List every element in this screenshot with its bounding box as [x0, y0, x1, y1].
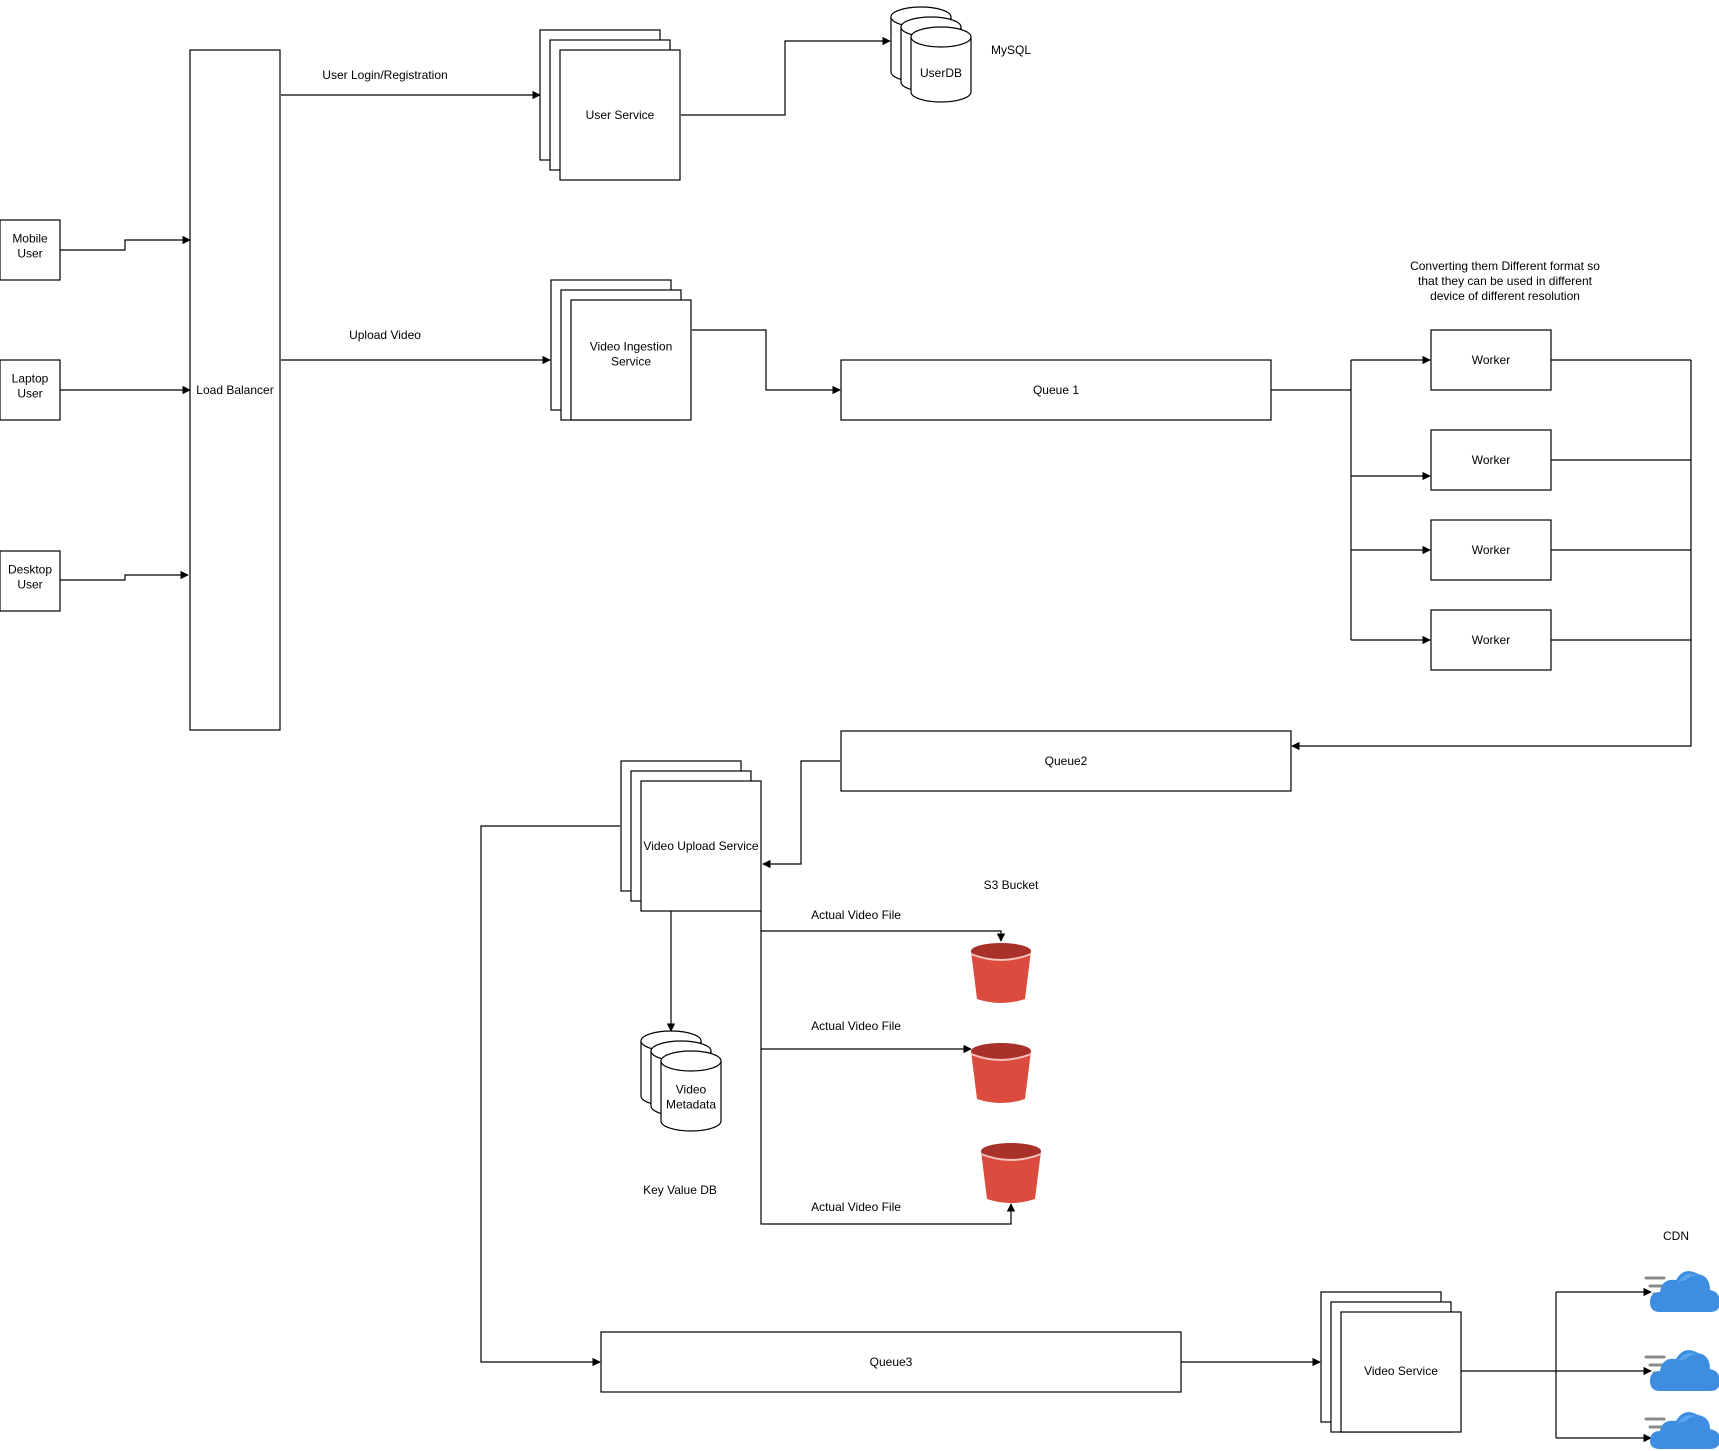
s3-bucket-label: S3 Bucket	[984, 878, 1039, 892]
user-db-label: UserDB	[920, 66, 962, 80]
video-service-label: Video Service	[1364, 1364, 1438, 1378]
edge-mobile-to-lb	[60, 235, 191, 251]
worker-label: Worker	[1472, 453, 1510, 467]
worker-node-1: Worker	[1430, 329, 1552, 391]
edge-ingestion-to-queue1	[692, 329, 841, 395]
user-service-label: User Service	[586, 108, 655, 122]
user-login-edge-label: User Login/Registration	[322, 68, 447, 82]
edge-upload-to-queue3	[480, 825, 620, 1367]
actual-video-file-label-3: Actual Video File	[811, 1200, 901, 1214]
cdn-cloud-icon	[1644, 1271, 1719, 1312]
edge-upload-to-bucket-1	[760, 911, 1006, 942]
video-upload-service-node: Video Upload Service	[620, 760, 762, 912]
database-cylinder-icon	[640, 1030, 722, 1132]
edge-queue2-to-upload	[762, 760, 840, 869]
video-upload-service-label: Video Upload Service	[643, 839, 759, 853]
worker-node-2: Worker	[1430, 429, 1552, 491]
key-value-db-label: Key Value DB	[643, 1183, 717, 1197]
queue1-node: Queue 1	[840, 359, 1272, 421]
load-balancer-label: Load Balancer	[196, 383, 273, 397]
edge-desktop-to-lb	[60, 570, 189, 581]
edge-upload-to-bucket-3	[760, 1049, 1016, 1225]
queue2-label: Queue2	[1045, 754, 1088, 768]
worker-label: Worker	[1472, 633, 1510, 647]
user-db-node: UserDB	[890, 6, 972, 103]
actual-video-file-label-2: Actual Video File	[811, 1019, 901, 1033]
s3-bucket-icon	[971, 943, 1031, 1003]
edge-user-service-to-db	[681, 36, 891, 116]
mysql-label: MySQL	[991, 43, 1031, 57]
s3-bucket-icon	[981, 1143, 1041, 1203]
actual-video-file-label-1: Actual Video File	[811, 908, 901, 922]
worker-label: Worker	[1472, 353, 1510, 367]
load-balancer-node: Load Balancer	[189, 49, 281, 731]
queue1-label: Queue 1	[1033, 383, 1079, 397]
database-cylinder-icon	[890, 6, 972, 103]
queue2-node: Queue2	[840, 730, 1292, 792]
s3-bucket-icon	[971, 1043, 1031, 1103]
edge-workers-to-queue2	[1291, 360, 1692, 751]
cdn-label: CDN	[1663, 1229, 1689, 1243]
upload-video-edge-label: Upload Video	[349, 328, 421, 342]
video-service-node: Video Service	[1320, 1291, 1462, 1433]
worker-label: Worker	[1472, 543, 1510, 557]
worker-node-3: Worker	[1430, 519, 1552, 581]
queue3-node: Queue3	[600, 1331, 1182, 1393]
user-service-node: User Service	[539, 29, 681, 181]
worker-node-4: Worker	[1430, 609, 1552, 671]
queue3-label: Queue3	[870, 1355, 913, 1369]
edges	[60, 36, 1692, 1443]
cdn-cloud-icon	[1644, 1350, 1719, 1391]
cdn-cloud-icon	[1644, 1412, 1719, 1449]
